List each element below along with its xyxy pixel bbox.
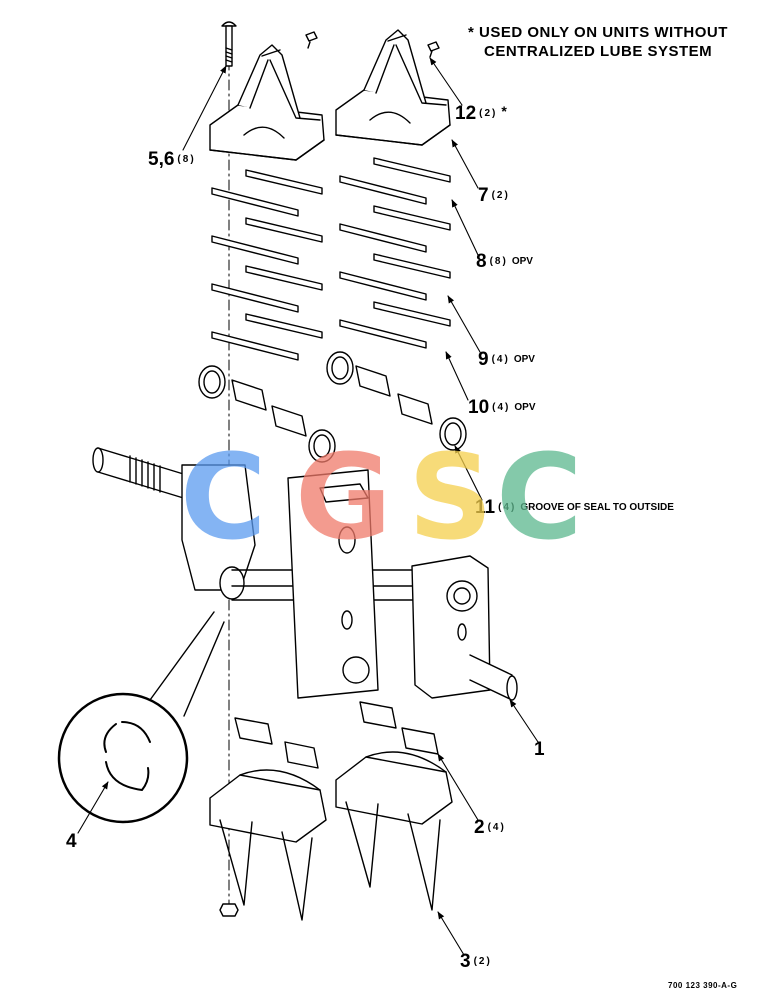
callout-suffix: OPV <box>513 354 535 365</box>
watermark-letter-c2: C <box>496 428 583 566</box>
watermark-letter-g: G <box>295 428 392 566</box>
upper-housing-right <box>335 29 451 146</box>
detail-circle <box>57 611 225 824</box>
callout-qty: (2) <box>491 190 510 201</box>
callout-number: 2 <box>474 817 485 838</box>
grease-fitting-right <box>427 41 440 58</box>
callout-number: 5,6 <box>148 149 175 170</box>
shim-stack-left <box>211 169 323 361</box>
shaft-assembly <box>92 447 518 701</box>
callout-number: 8 <box>476 251 487 272</box>
callout-suffix: OPV <box>511 256 533 267</box>
callout-qty: (4) <box>498 502 517 513</box>
drawing-part-number: 700 123 390-A-G <box>668 981 738 990</box>
callout-number: 4 <box>66 831 77 852</box>
callout-number: 12 <box>455 103 477 124</box>
callout-number: 9 <box>478 349 489 370</box>
callout-qty: (8) <box>177 154 196 165</box>
leader-lines <box>77 57 539 956</box>
seals-and-bushings <box>198 351 467 463</box>
callout-9: 9(4)OPV <box>478 350 535 369</box>
grease-fitting-left <box>305 31 318 49</box>
callout-number: 3 <box>460 951 471 972</box>
callout-qty: (4) <box>487 822 506 833</box>
watermark-letter-s: S <box>408 428 493 566</box>
lower-mount-left <box>209 769 327 921</box>
callout-11: 11(4)GROOVE OF SEAL TO OUTSIDE <box>475 498 674 517</box>
callout-7: 7(2) <box>478 186 510 205</box>
callout-8: 8(8)OPV <box>476 252 533 271</box>
lower-mount-right <box>335 751 453 911</box>
callout-qty: (2) <box>479 108 498 119</box>
callout-10: 10(4)OPV <box>468 398 536 417</box>
bolt-top <box>221 21 237 67</box>
lower-bushings <box>234 701 439 769</box>
watermark-letter-c1: C <box>180 428 267 566</box>
callout-suffix: GROOVE OF SEAL TO OUTSIDE <box>520 502 674 513</box>
callout-2: 2(4) <box>474 818 506 837</box>
callout-3: 3(2) <box>460 952 492 971</box>
callout-1: 1 <box>534 740 545 759</box>
callout-suffix: * <box>501 103 507 119</box>
callout-suffix: OPV <box>514 402 536 413</box>
callout-12: 12(2)* <box>455 104 507 123</box>
callout-number: 1 <box>534 739 545 760</box>
callout-number: 10 <box>468 397 490 418</box>
usage-note-line1: * USED ONLY ON UNITS WITHOUT <box>468 24 728 41</box>
usage-note-line2: CENTRALIZED LUBE SYSTEM <box>484 43 713 60</box>
upper-housing-left <box>209 44 325 161</box>
callout-qty: (4) <box>492 402 511 413</box>
callout-number: 7 <box>478 185 489 206</box>
nut-bottom <box>219 903 239 917</box>
callout-5-6: 5,6(8) <box>148 150 196 169</box>
shim-stack-right <box>339 157 451 349</box>
callout-number: 11 <box>475 497 496 518</box>
callout-qty: (2) <box>473 956 492 967</box>
callout-4: 4 <box>66 832 77 851</box>
callout-qty: (8) <box>489 256 508 267</box>
callout-qty: (4) <box>491 354 510 365</box>
usage-note: * USED ONLY ON UNITS WITHOUT CENTRALIZED… <box>468 23 728 61</box>
